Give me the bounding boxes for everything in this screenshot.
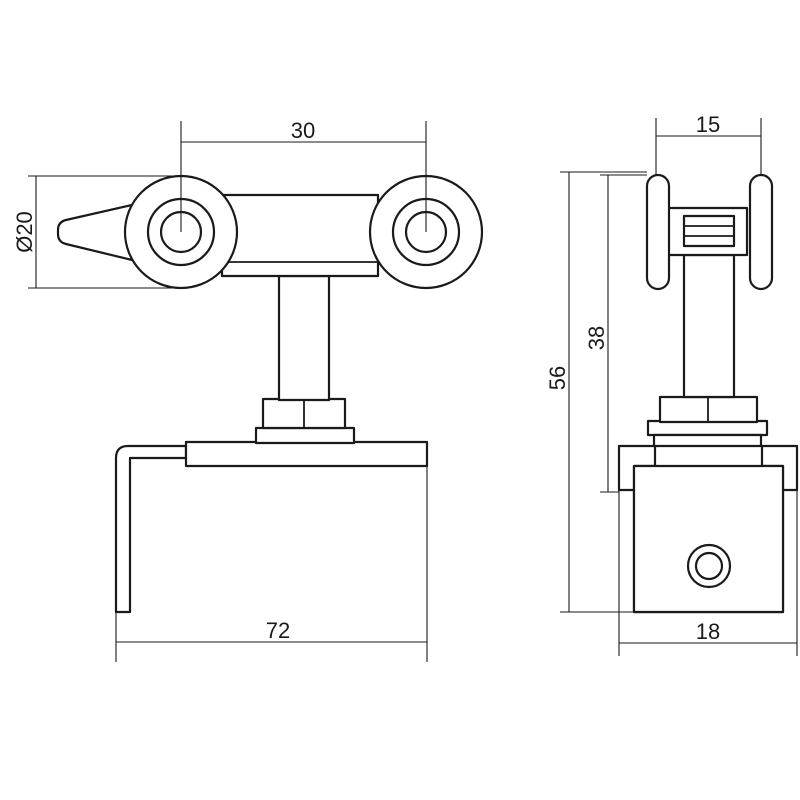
side-left-wheel	[645, 173, 671, 291]
side-dimensions: 15 56 38 18	[545, 112, 798, 656]
dim-wheel-diameter: Ø20	[12, 211, 37, 253]
front-bracket	[114, 444, 188, 614]
dim-wheel-spacing: 30	[291, 118, 315, 143]
side-stem	[682, 253, 736, 399]
side-bracket-block	[632, 464, 785, 614]
dim-side-width: 15	[696, 112, 720, 137]
dim-height-to-bracket: 38	[584, 326, 609, 350]
side-axle-spacer	[682, 214, 736, 248]
dim-bracket-width: 18	[696, 619, 720, 644]
front-base-washer	[254, 426, 356, 445]
front-dimensions: 30 Ø20 72	[12, 118, 428, 662]
front-mounting-plate	[184, 440, 429, 468]
front-stem	[277, 274, 331, 402]
front-view	[56, 174, 484, 614]
front-carriage-body	[220, 193, 380, 278]
dim-overall-width: 72	[266, 618, 290, 643]
side-right-wheel	[748, 173, 774, 291]
side-bracket-hole-inner	[694, 551, 724, 581]
side-view	[617, 173, 799, 614]
side-washer	[652, 433, 763, 448]
front-guide-tip	[56, 203, 134, 262]
dim-overall-height: 56	[545, 366, 570, 390]
